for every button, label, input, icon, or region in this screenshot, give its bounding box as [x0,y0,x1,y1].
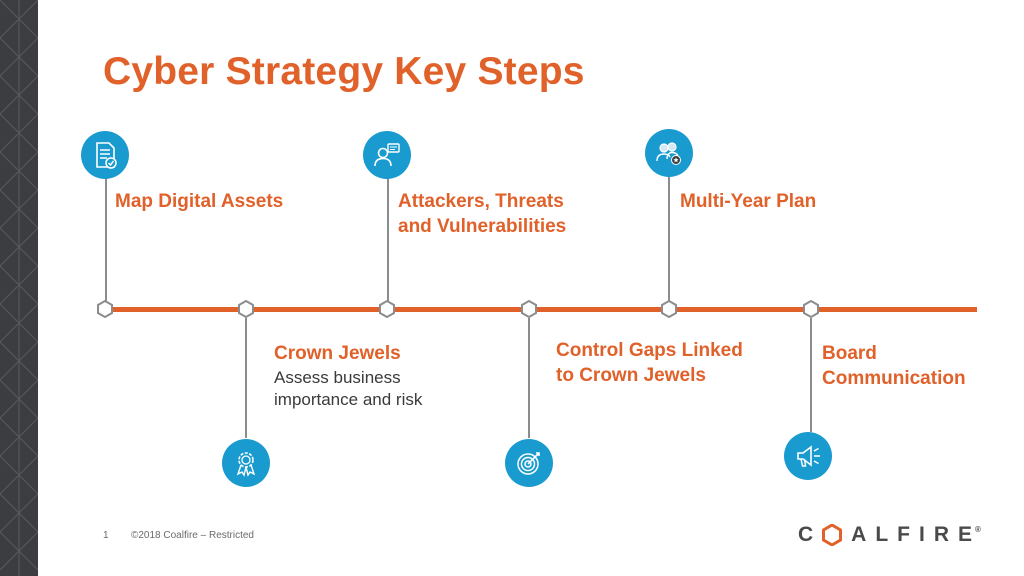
step-3-label-line1: Attackers, Threats [398,191,564,212]
team-star-icon [656,142,681,165]
step-2-icon-circle [222,439,270,487]
step-2-label: Crown Jewels [274,341,401,366]
timeline-node-6 [803,300,819,318]
step-6-label: Board Communication [822,341,966,391]
step-5-label: Multi-Year Plan [680,189,816,214]
step-6-label-line1: Board [822,343,877,364]
step-2-label-line1: Crown Jewels [274,343,401,364]
document-check-icon [96,142,117,169]
megaphone-icon [797,445,820,467]
step-5-icon-circle [645,129,693,177]
timeline-node-3 [379,300,395,318]
timeline-node-4 [521,300,537,318]
logo-hexagon-icon [822,524,843,546]
person-chat-icon [374,143,400,167]
step-3-label: Attackers, Threats and Vulnerabilities [398,189,566,239]
timeline-node-2 [238,300,254,318]
logo-text-end: ALFIRE [851,523,981,546]
logo-text-start: C [798,523,823,546]
logo-registered-mark: ® [975,525,981,534]
step-2-sublabel: Assess business importance and risk [274,367,422,411]
target-icon [517,452,540,475]
step-4-label: Control Gaps Linked to Crown Jewels [556,338,743,388]
coalfire-logo: C ALFIRE ® [798,521,981,549]
step-3-icon-circle [363,131,411,179]
connector-step-2 [245,318,247,438]
award-ribbon-icon [236,452,256,477]
side-pattern-strip [0,0,38,576]
step-3-label-line2: and Vulnerabilities [398,216,567,237]
copyright-footer: ©2018 Coalfire – Restricted [131,530,254,541]
step-6-icon-circle [784,432,832,480]
step-4-label-line2: to Crown Jewels [556,365,706,386]
step-2-sub-line2: importance and risk [274,390,423,409]
slide-title: Cyber Strategy Key Steps [103,50,585,93]
step-5-label-line1: Multi-Year Plan [680,191,817,212]
connector-step-5 [668,175,670,303]
page-number: 1 [103,530,109,541]
step-1-icon-circle [81,131,129,179]
step-1-label: Map Digital Assets [115,189,283,214]
step-6-label-line2: Communication [822,368,966,389]
step-2-sub-line1: Assess business [274,368,401,387]
connector-step-3 [387,175,389,303]
connector-step-4 [528,318,530,438]
connector-step-6 [810,318,812,432]
step-1-label-line1: Map Digital Assets [115,191,284,212]
connector-step-1 [105,175,107,303]
step-4-icon-circle [505,439,553,487]
step-4-label-line1: Control Gaps Linked [556,340,743,361]
side-pattern-graphic [0,0,38,576]
timeline-bar [106,307,977,312]
timeline-node-1 [97,300,113,318]
timeline-node-5 [661,300,677,318]
